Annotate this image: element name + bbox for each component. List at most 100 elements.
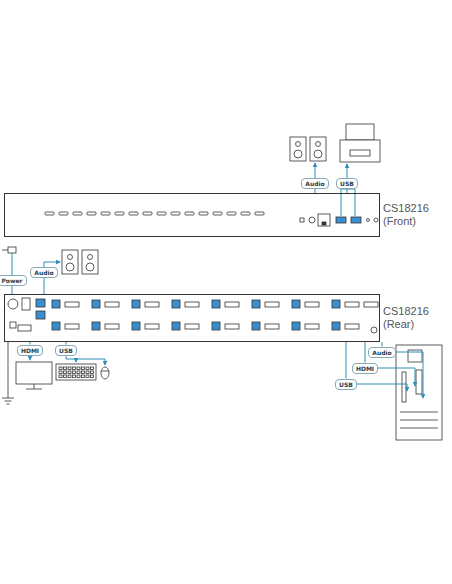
key — [68, 371, 71, 374]
model-label: CS18216 (Front) — [383, 202, 445, 228]
cable-label: HDMI — [17, 345, 43, 356]
hdmi-port — [305, 324, 319, 329]
hdmi-port — [105, 302, 119, 307]
cable-label: USB — [55, 345, 77, 356]
key — [77, 375, 80, 378]
key — [59, 367, 62, 370]
key — [64, 371, 67, 374]
front-slot — [129, 212, 138, 215]
hdmi-port — [145, 324, 159, 329]
usb-port — [332, 322, 340, 330]
speakers-rear — [62, 250, 98, 274]
key — [91, 375, 94, 378]
usb-port — [132, 300, 140, 308]
usb-port — [92, 322, 100, 330]
front-slot — [185, 212, 194, 215]
front-slot — [143, 212, 152, 215]
rear-ports — [8, 298, 378, 333]
cable-label: Audio — [30, 267, 57, 278]
key — [73, 371, 76, 374]
keyboard — [56, 364, 96, 380]
cable-type-label: Audio — [305, 180, 324, 187]
front-slot — [255, 212, 264, 215]
ground-symbol — [2, 342, 14, 404]
usb-port — [212, 300, 220, 308]
device-wires — [12, 163, 423, 398]
computer-tower — [396, 345, 442, 440]
key — [59, 375, 62, 378]
usb-port — [172, 300, 180, 308]
monitor — [16, 362, 52, 389]
hdmi-port — [185, 324, 199, 329]
usb-port — [52, 300, 60, 308]
cable-connector — [381, 342, 382, 347]
cable-type-label: USB — [339, 381, 353, 388]
cable-label: Audio — [368, 347, 395, 358]
key — [91, 371, 94, 374]
front-slot — [45, 212, 54, 215]
cable-type-label: HDMI — [21, 347, 39, 354]
kvm-switch-panel: CS18216 (Front) — [4, 193, 380, 237]
front-slot — [115, 212, 124, 215]
front-ports — [45, 212, 378, 226]
key — [82, 371, 85, 374]
cable-label: Audio — [301, 178, 328, 189]
front-slot — [227, 212, 236, 215]
key — [86, 375, 89, 378]
usb-port — [292, 300, 300, 308]
usb-port — [292, 322, 300, 330]
usb-port — [92, 300, 100, 308]
cable-label: HDMI — [352, 363, 378, 374]
front-slot — [87, 212, 96, 215]
usb-port — [252, 322, 260, 330]
front-slot — [157, 212, 166, 215]
front-slot — [101, 212, 110, 215]
hdmi-port — [145, 302, 159, 307]
usb-port — [52, 322, 60, 330]
printer — [340, 124, 380, 162]
key — [73, 375, 76, 378]
hdmi-port — [185, 302, 199, 307]
power-plug — [2, 247, 16, 253]
speakers-front — [290, 137, 326, 161]
hdmi-port — [305, 302, 319, 307]
usb-port — [172, 322, 180, 330]
key — [82, 375, 85, 378]
key — [91, 367, 94, 370]
hdmi-port — [225, 324, 239, 329]
cable-label: USB — [335, 379, 357, 390]
hdmi-port — [105, 324, 119, 329]
key — [77, 367, 80, 370]
hdmi-port — [265, 302, 279, 307]
model-label: CS18216 (Rear) — [383, 305, 445, 331]
key — [59, 371, 62, 374]
cable-connector — [346, 342, 347, 379]
key — [82, 367, 85, 370]
kvm-switch-panel: CS18216 (Rear) — [4, 294, 380, 342]
cable-type-label: Audio — [372, 349, 391, 356]
cable-connector — [365, 342, 366, 363]
key — [68, 375, 71, 378]
hdmi-port — [225, 302, 239, 307]
cable-type-label: USB — [59, 347, 73, 354]
front-slot — [213, 212, 222, 215]
hdmi-port — [65, 324, 79, 329]
key — [68, 367, 71, 370]
front-slot — [171, 212, 180, 215]
front-slot — [241, 212, 250, 215]
key — [86, 367, 89, 370]
usb-port — [252, 300, 260, 308]
usb-port — [132, 322, 140, 330]
cable-type-label: Power — [1, 277, 22, 284]
cable-label: USB — [336, 178, 358, 189]
key — [73, 367, 76, 370]
cable-label: Power — [0, 275, 27, 286]
front-slot — [199, 212, 208, 215]
mouse — [101, 367, 109, 379]
hdmi-port — [345, 302, 359, 307]
hdmi-port — [345, 324, 359, 329]
usb-port — [332, 300, 340, 308]
